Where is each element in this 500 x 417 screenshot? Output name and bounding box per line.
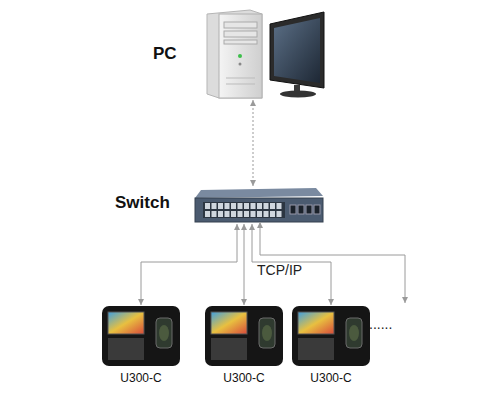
network-link — [253, 100, 254, 186]
pc-tower-part — [219, 14, 262, 98]
network-switch-part-part — [238, 211, 243, 217]
node-label: PC — [153, 44, 177, 64]
network-switch-part-part — [251, 211, 256, 217]
network-switch-part-part — [231, 203, 236, 209]
network-link — [244, 224, 245, 305]
network-switch-part — [203, 202, 285, 218]
network-link — [141, 224, 237, 305]
network-switch-part — [298, 205, 304, 214]
network-switch-part-part — [218, 203, 223, 209]
device-label: U300-C — [203, 371, 285, 385]
device-node: U300-C — [203, 305, 285, 385]
network-switch-part-part — [270, 203, 275, 209]
pc-tower-part — [239, 63, 242, 66]
terminal-device-part — [292, 306, 370, 366]
pc-tower — [207, 10, 262, 98]
device-label: U300-C — [290, 371, 372, 385]
network-switch-part-part — [225, 203, 230, 209]
terminal-device-part — [262, 325, 272, 341]
pc-tower-part — [207, 10, 262, 98]
network-switch-part-part — [244, 203, 249, 209]
network-switch-part-part — [257, 203, 262, 209]
terminal-device-part — [211, 312, 247, 334]
network-switch-part-part — [264, 203, 269, 209]
continuation-dots: ...... — [369, 316, 392, 332]
network-switch-part-part — [205, 211, 210, 217]
network-switch-part — [306, 205, 312, 214]
network-switch-part — [205, 203, 282, 217]
protocol-label: TCP/IP — [257, 262, 302, 278]
terminal-device-part — [108, 338, 144, 360]
network-switch-part-part — [225, 211, 230, 217]
network-switch-part-part — [251, 203, 256, 209]
network-switch-part-part — [238, 203, 243, 209]
pc-monitor-part — [274, 18, 320, 83]
network-switch-part-part — [277, 211, 282, 217]
terminal-device — [102, 306, 180, 366]
terminal-device — [292, 306, 370, 366]
network-switch-part-part — [205, 203, 210, 209]
terminal-device — [205, 306, 283, 366]
network-switch-part — [195, 188, 323, 198]
network-switch-part-part — [212, 203, 217, 209]
pc-tower-part — [224, 40, 257, 44]
pc-monitor-part — [270, 12, 324, 88]
terminal-device-part — [156, 318, 172, 348]
pc-tower-part — [226, 84, 255, 85]
pc-tower-part — [224, 31, 257, 37]
terminal-device-part — [298, 338, 334, 360]
terminal-device-part — [349, 325, 359, 341]
pc-monitor-part — [280, 91, 316, 98]
pc-node: PC — [203, 8, 330, 100]
device-label: U300-C — [100, 371, 182, 385]
terminal-device-part — [102, 306, 180, 366]
network-switch-part-part — [270, 211, 275, 217]
network-switch-part — [195, 198, 323, 222]
device-node: U300-C — [100, 305, 182, 385]
terminal-device-part — [346, 318, 362, 348]
pc-tower-part — [224, 22, 257, 28]
pc-tower-part — [238, 54, 242, 58]
terminal-device-part — [108, 312, 144, 334]
pc-tower-part — [226, 78, 255, 79]
network-link — [252, 224, 331, 305]
network-switch-part-part — [277, 203, 282, 209]
network-switch — [195, 188, 323, 222]
network-switch-part-part — [212, 211, 217, 217]
network-switch-part-part — [264, 211, 269, 217]
terminal-device-part — [205, 306, 283, 366]
node-label: Switch — [115, 193, 170, 213]
terminal-device-part — [159, 325, 169, 341]
device-node: U300-C — [290, 305, 372, 385]
network-switch-part-part — [257, 211, 262, 217]
network-switch-part-part — [244, 211, 249, 217]
terminal-device-part — [298, 312, 334, 334]
terminal-device-part — [211, 338, 247, 360]
network-switch-part-part — [218, 211, 223, 217]
network-switch-part-part — [231, 211, 236, 217]
terminal-device-part — [259, 318, 275, 348]
network-switch-part — [314, 205, 320, 214]
switch-node: Switch — [193, 186, 325, 224]
pc-monitor — [270, 12, 324, 98]
network-switch-part — [290, 205, 296, 214]
